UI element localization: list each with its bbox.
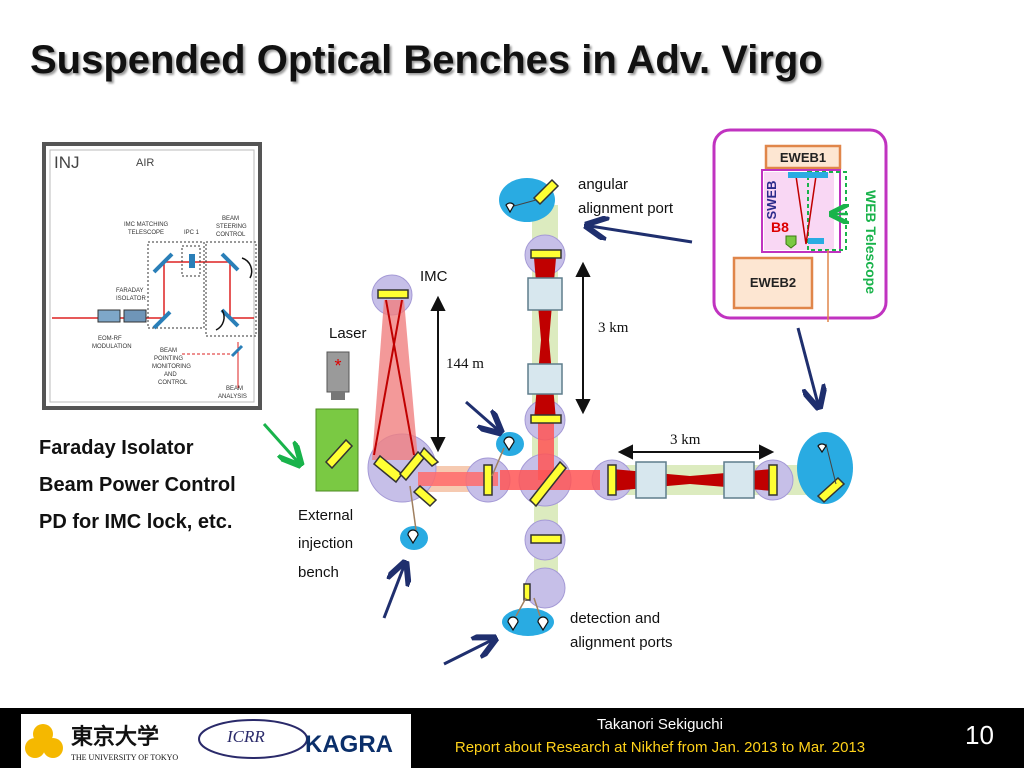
angular-port-label-2: alignment port	[578, 200, 674, 217]
inj-air: AIR	[136, 157, 154, 169]
svg-text:BEAM: BEAM	[160, 348, 177, 354]
bullet-pd: PD for IMC lock, etc.	[39, 511, 233, 533]
svg-text:MODULATION: MODULATION	[92, 344, 132, 350]
pointer-arrow-detection	[443, 640, 492, 666]
svg-text:IPC 1: IPC 1	[184, 230, 200, 236]
svg-text:AND: AND	[164, 372, 177, 378]
imc-length-label: 144 m	[446, 356, 484, 372]
pointer-arrow-green	[262, 422, 298, 462]
ext-bench-label-1: External	[298, 507, 353, 524]
logo-kagra: KAGRA	[305, 731, 393, 758]
footer-logos: 東京大学 THE UNIVERSITY OF TOKYO ICRR KAGRA	[21, 714, 411, 768]
ext-bench-label-2: injection	[298, 535, 353, 552]
web-inset: EWEB1 SWEB B8 EWEB2 WEB Telescope	[712, 128, 888, 322]
svg-text:CONTROL: CONTROL	[216, 232, 246, 238]
pointer-arrow-angular	[590, 226, 693, 244]
svg-text:WEB Telescope: WEB Telescope	[863, 190, 879, 294]
imc-label: IMC	[420, 268, 448, 285]
bullet-power: Beam Power Control	[39, 474, 236, 496]
pointer-arrow-end	[796, 327, 818, 404]
footer-report-title: Report about Research at Nikhef from Jan…	[454, 739, 866, 756]
page-number: 10	[965, 720, 994, 750]
feature-list: Faraday Isolator Beam Power Control PD f…	[39, 430, 236, 541]
laser-label: Laser	[329, 325, 367, 342]
slide-title: Suspended Optical Benches in Adv. Virgo	[30, 38, 823, 82]
svg-text:CONTROL: CONTROL	[158, 380, 188, 386]
pointer-arrow-ext	[382, 566, 404, 619]
svg-text:BEAM: BEAM	[226, 386, 243, 392]
svg-text:TELESCOPE: TELESCOPE	[128, 230, 164, 236]
svg-text:*: *	[334, 356, 341, 376]
logo-todai-jp: 東京大学	[71, 724, 159, 749]
svg-text:BEAM: BEAM	[222, 216, 239, 222]
detection-label-2: alignment ports	[570, 634, 673, 651]
svg-text:SWEB: SWEB	[764, 181, 779, 220]
interferometer-diagram: *	[262, 128, 888, 666]
svg-text:IMC MATCHING: IMC MATCHING	[124, 222, 169, 228]
detection-label-1: detection and	[570, 610, 660, 627]
svg-text:POINTING: POINTING	[154, 356, 183, 362]
west-arm-length: 3 km	[670, 432, 701, 448]
footer-author: Takanori Sekiguchi	[597, 716, 723, 733]
logo-icrr: ICRR	[226, 727, 265, 746]
angular-port-label-1: angular	[578, 176, 628, 193]
inj-title: INJ	[54, 153, 80, 172]
svg-text:MONITORING: MONITORING	[152, 364, 191, 370]
pointer-arrow-pd-top	[465, 400, 498, 430]
svg-text:ISOLATOR: ISOLATOR	[116, 296, 146, 302]
inj-bench-schematic: INJ AIR IMC MATCHING TELESCOPE IPC 1 BEA…	[42, 142, 262, 410]
svg-text:EWEB2: EWEB2	[750, 275, 796, 290]
ext-bench-label-3: bench	[298, 564, 339, 581]
bullet-faraday: Faraday Isolator	[39, 437, 194, 459]
svg-text:STEERING: STEERING	[216, 224, 247, 230]
svg-text:EWEB1: EWEB1	[780, 150, 826, 165]
svg-text:FARADAY: FARADAY	[116, 288, 144, 294]
north-arm-length: 3 km	[598, 320, 629, 336]
imc-beam	[372, 300, 418, 460]
svg-text:B8: B8	[771, 219, 789, 235]
svg-text:EOM-RF: EOM-RF	[98, 336, 122, 342]
svg-text:ANALYSIS: ANALYSIS	[218, 394, 247, 400]
logo-todai-en: THE UNIVERSITY OF TOKYO	[71, 753, 178, 762]
